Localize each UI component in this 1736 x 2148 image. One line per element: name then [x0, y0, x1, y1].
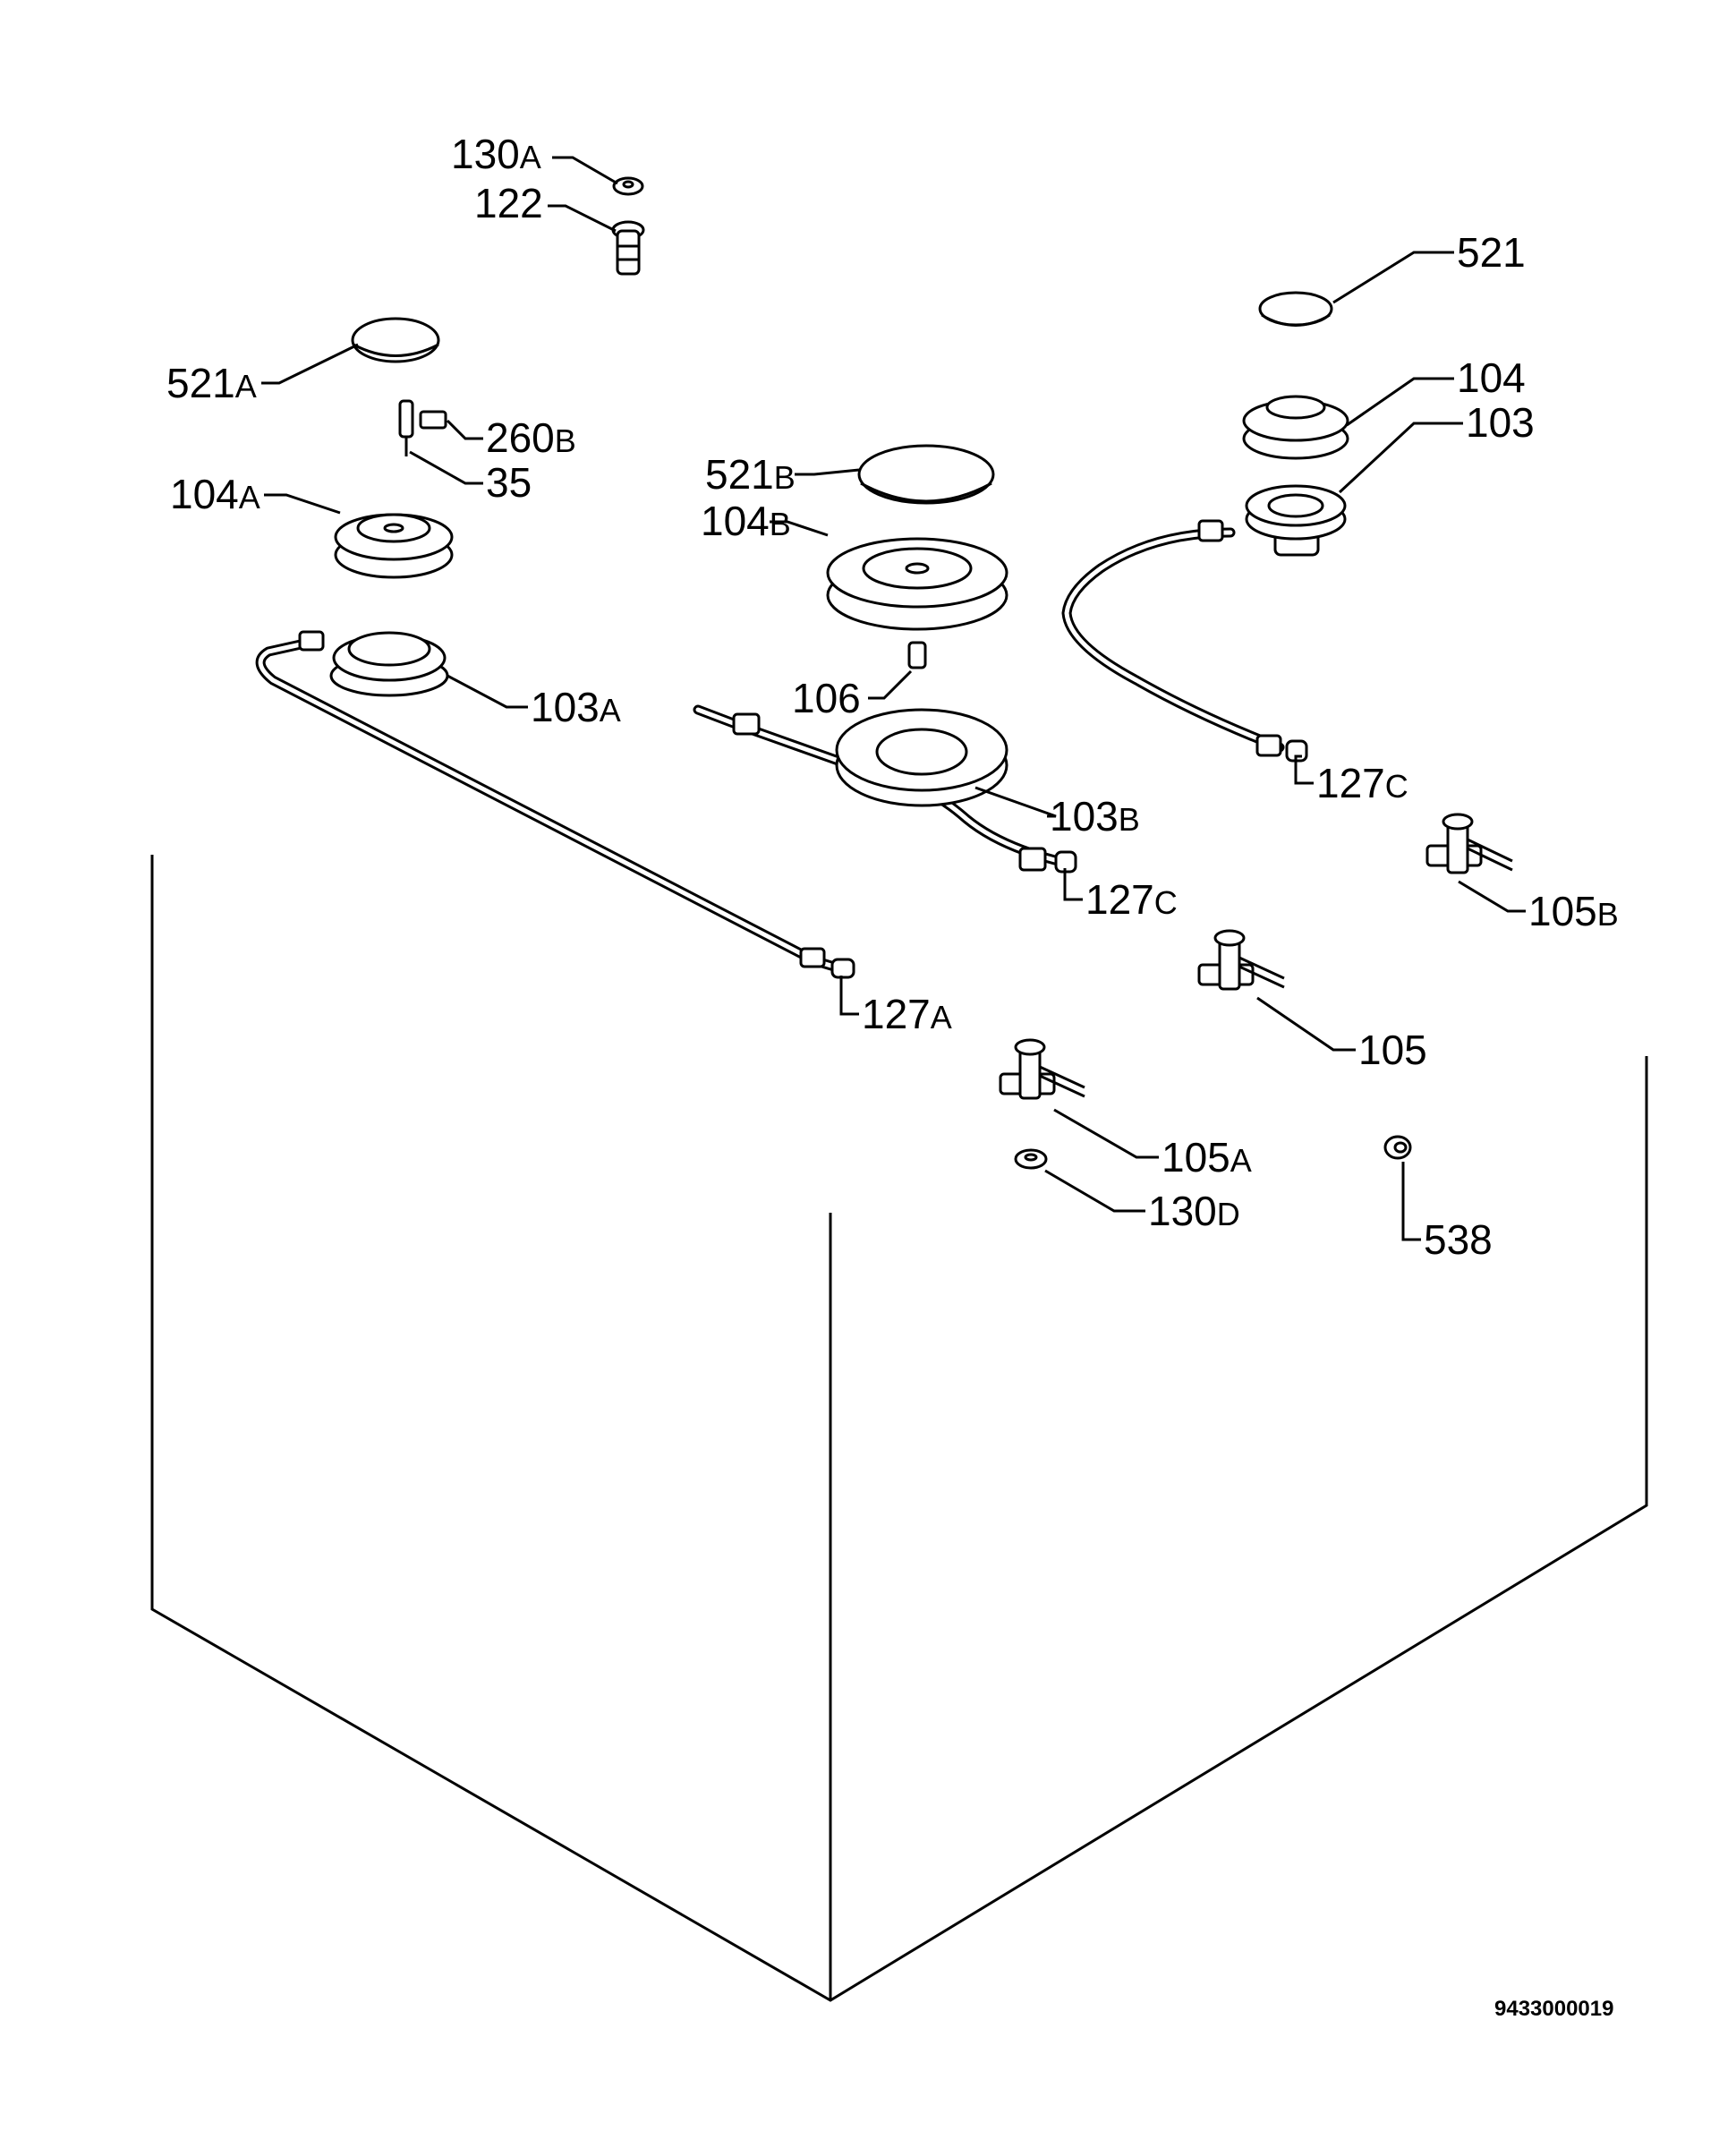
cabinet-outline: [150, 855, 1648, 2002]
label-104A: 104A: [170, 471, 260, 517]
burner-cap-521: [1258, 291, 1333, 327]
nut-538: [1383, 1135, 1412, 1160]
label-127C-middle: 127C: [1085, 876, 1178, 923]
pipe-127C-right: [1061, 519, 1308, 763]
burner-crown-104: [1242, 395, 1349, 460]
label-521B: 521B: [705, 451, 796, 498]
leader-lines: [261, 156, 1526, 1241]
electrode-35: [398, 399, 414, 456]
label-122: 122: [474, 180, 543, 226]
label-127C-right: 127C: [1316, 760, 1408, 806]
pipe-127A: [255, 630, 855, 979]
label-127A: 127A: [862, 991, 952, 1037]
label-35: 35: [486, 459, 532, 506]
gas-tap-105A: [999, 1038, 1085, 1100]
label-105A: 105A: [1162, 1134, 1252, 1181]
burner-crown-104B: [826, 537, 1008, 631]
burner-body-103: [1245, 484, 1347, 557]
label-104: 104: [1457, 354, 1526, 401]
label-103A: 103A: [531, 684, 621, 730]
burner-cap-521B: [857, 444, 995, 505]
label-105B: 105B: [1528, 888, 1619, 934]
washer-130A: [612, 176, 644, 196]
gas-tap-105B: [1425, 813, 1513, 874]
label-260B: 260B: [486, 414, 576, 461]
label-130D: 130D: [1148, 1188, 1240, 1234]
injector-106: [907, 641, 927, 669]
label-104B: 104B: [701, 498, 791, 544]
burner-body-103A: [329, 631, 449, 697]
label-106: 106: [792, 675, 861, 721]
label-521A: 521A: [166, 360, 257, 406]
part-labels: 130A 122 521 521A 104 103 260B 35 521B 1…: [166, 131, 1619, 1263]
burner-body-103B: [835, 708, 1008, 807]
label-105: 105: [1358, 1027, 1427, 1073]
label-103B: 103B: [1050, 793, 1140, 840]
label-538: 538: [1424, 1216, 1493, 1263]
washer-130D: [1014, 1148, 1048, 1170]
burner-cap-521A: [351, 317, 440, 363]
label-130A: 130A: [451, 131, 541, 177]
label-521: 521: [1457, 229, 1526, 276]
injector-122: [611, 220, 645, 276]
drawing-code: 9433000019: [1494, 1997, 1613, 2021]
gas-tap-105: [1197, 929, 1285, 991]
clip-260B: [419, 410, 447, 430]
burner-crown-104A: [334, 513, 454, 579]
label-103: 103: [1466, 399, 1535, 446]
